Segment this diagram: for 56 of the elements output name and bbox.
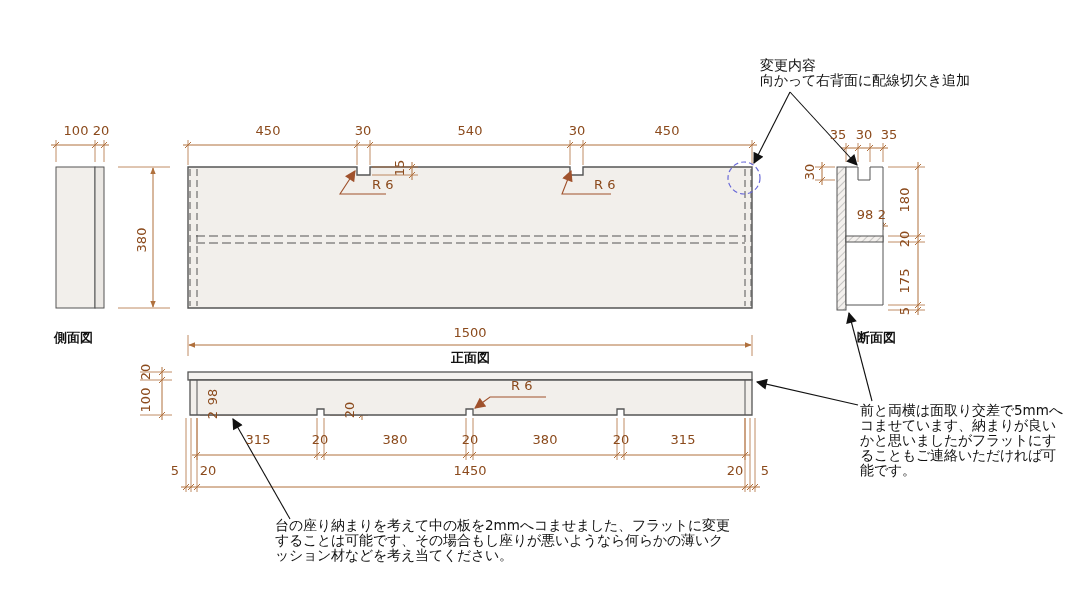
- dimension-value: 5: [760, 464, 770, 478]
- note-heading: 変更内容: [760, 58, 817, 73]
- leader-line: [789, 91, 858, 166]
- view-title: 側面図: [53, 331, 93, 345]
- dimension-value: 100: [63, 124, 89, 138]
- dimension-value: 450: [255, 124, 281, 138]
- view-title: 断面図: [856, 331, 896, 345]
- dimension-value: 20: [311, 433, 329, 447]
- radius-label: R 6: [372, 177, 394, 192]
- note-text: 台の座り納まりを考えて中の板を2mmへコませました、フラットに変更することは可能です、その場合もし座りが悪いようなら何らかの薄いクッション材などを考え当てください。: [275, 518, 730, 563]
- dimension-value: 20: [343, 401, 357, 419]
- dimension-value: 30: [354, 124, 372, 138]
- dimension-value: 380: [382, 433, 408, 447]
- dimension-value: 15: [393, 159, 407, 177]
- dimension-value: 380: [135, 227, 149, 253]
- dimension-value: 2: [206, 410, 220, 420]
- leader-line: [474, 396, 547, 409]
- dimension-value: 30: [803, 163, 817, 181]
- dimension-value: 175: [898, 268, 912, 294]
- dimension-value: 35: [880, 128, 898, 142]
- note-text: 向かって右背面に配線切欠き追加: [760, 73, 971, 88]
- dimension-value: 5: [170, 464, 180, 478]
- dimension-value: 315: [245, 433, 271, 447]
- dimension-value: 2: [877, 208, 887, 222]
- dimension-value: 20: [898, 230, 912, 248]
- dimension-value: 20: [139, 363, 153, 381]
- dimension-value: 98: [856, 208, 874, 222]
- dimension-value: 5: [898, 306, 912, 316]
- dimension-value: 100: [139, 387, 153, 413]
- dimension-value: 30: [568, 124, 586, 138]
- dimension-value: 540: [457, 124, 483, 138]
- radius-label: R 6: [511, 378, 533, 393]
- dimension-value: 180: [898, 187, 912, 213]
- dimension-value: 1450: [453, 464, 487, 478]
- leader-line: [846, 311, 873, 402]
- highlight-circle: [727, 161, 761, 195]
- leader-line: [755, 378, 859, 406]
- dimension-value: 20: [612, 433, 630, 447]
- dimension-value: 1500: [453, 326, 487, 340]
- leader-line: [561, 170, 612, 195]
- dimension-value: 20: [199, 464, 217, 478]
- dimension-value: 20: [461, 433, 479, 447]
- leader-line: [339, 170, 387, 195]
- dimension-value: 315: [670, 433, 696, 447]
- dimension-value: 380: [532, 433, 558, 447]
- leader-line: [753, 91, 791, 164]
- dimension-value: 30: [855, 128, 873, 142]
- dimension-value: 450: [654, 124, 680, 138]
- leader-line: [232, 418, 291, 520]
- dimension-value: 20: [92, 124, 110, 138]
- note-text: 前と両横は面取り交差で5mmへコませています、納まりが良いかと思いましたがフラットにすることもご連絡いただければ可能です。: [860, 403, 1064, 478]
- radius-label: R 6: [594, 177, 616, 192]
- dimension-value: 35: [829, 128, 847, 142]
- view-title: 正面図: [450, 351, 490, 365]
- dimension-value: 98: [206, 388, 220, 406]
- dimension-value: 20: [726, 464, 744, 478]
